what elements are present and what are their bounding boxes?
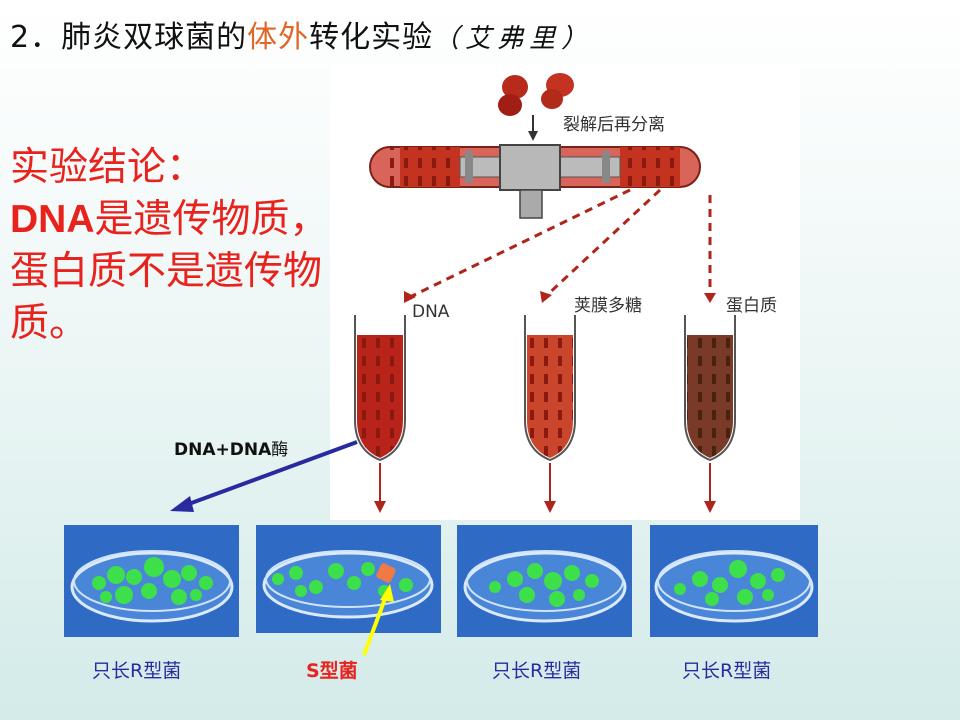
title-prefix: 2．肺炎双球菌的 xyxy=(10,20,248,55)
title-paren: （艾弗里） xyxy=(433,24,594,54)
tube-protein xyxy=(684,315,736,462)
petri-dish-2 xyxy=(256,525,441,633)
conclusion-label: 实验结论： xyxy=(10,145,206,190)
experiment-diagram: 裂解后再分离 DNA 荚膜多糖 蛋白质 xyxy=(330,65,800,520)
tube-label-polysaccharide: 荚膜多糖 xyxy=(574,296,642,316)
centrifuge xyxy=(369,144,701,219)
title-suffix: 转化实验 xyxy=(309,20,434,55)
conclusion-dna: DNA xyxy=(10,198,95,241)
petri-dish-3 xyxy=(457,525,632,637)
bacteria-clump xyxy=(498,73,574,116)
petri-dish-4 xyxy=(650,525,818,637)
result-label-2: S型菌 xyxy=(306,660,358,682)
slide-title: 2．肺炎双球菌的体外转化实验（艾弗里） xyxy=(10,12,593,56)
enzyme-label: DNA+DNA酶 xyxy=(174,435,288,460)
petri-dish-1 xyxy=(64,525,239,637)
enzyme-label-prefix: DNA+DNA xyxy=(174,440,272,460)
conclusion-text: 实验结论： DNA是遗传物质，蛋白质不是遗传物质。 xyxy=(10,142,330,350)
tube-label-dna: DNA xyxy=(412,302,450,322)
diagram-graphic: 裂解后再分离 DNA 荚膜多糖 蛋白质 xyxy=(354,73,777,513)
title-highlight: 体外 xyxy=(247,20,310,55)
conclusion-rest: 是遗传物质，蛋白质不是遗传物质。 xyxy=(10,197,329,346)
tube-polysaccharide xyxy=(524,315,576,462)
blue-arrow-head xyxy=(170,496,194,512)
tube-label-protein: 蛋白质 xyxy=(726,296,777,316)
result-label-3: 只长R型菌 xyxy=(492,660,582,682)
result-label-1: 只长R型菌 xyxy=(92,660,182,682)
tube-dna xyxy=(354,315,406,462)
result-label-4: 只长R型菌 xyxy=(682,660,772,682)
enzyme-label-char: 酶 xyxy=(271,440,289,460)
step-label: 裂解后再分离 xyxy=(563,115,665,135)
